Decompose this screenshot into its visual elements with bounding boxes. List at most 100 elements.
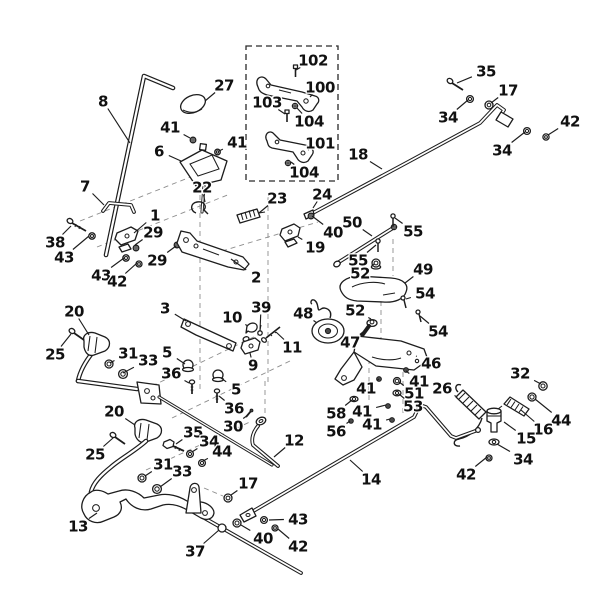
part-11-bolt: [260, 326, 281, 343]
callout-104: 104: [289, 164, 319, 182]
callout-25: 25: [85, 446, 105, 464]
callout-35: 35: [183, 424, 203, 442]
leader-line-43: [110, 257, 125, 268]
callout-9: 9: [248, 357, 258, 375]
leader-line-34: [456, 99, 469, 110]
callout-34: 34: [513, 451, 533, 469]
callout-31: 31: [153, 456, 173, 474]
leader-line-55: [366, 244, 377, 253]
leader-line-38: [62, 225, 72, 235]
part-41-bolt-c: [385, 403, 391, 409]
leader-line-42: [277, 528, 290, 539]
leader-line-30: [242, 414, 249, 419]
leader-line-39: [259, 314, 262, 332]
callout-54: 54: [415, 285, 435, 303]
part-5-cap-left: [181, 359, 195, 373]
part-43-washer-lower: [259, 515, 269, 525]
leader-line-1: [133, 222, 147, 234]
callout-32: 32: [510, 365, 530, 383]
callout-14: 14: [361, 471, 381, 489]
part-42-nut-top-right: [542, 133, 550, 141]
part-56-bolt: [348, 418, 354, 424]
callout-3: 3: [160, 300, 170, 318]
leader-line-17: [230, 490, 238, 496]
callout-48: 48: [293, 305, 313, 323]
callout-46: 46: [421, 355, 441, 373]
part-22-spring-clip: [190, 201, 209, 215]
callout-49: 49: [413, 261, 433, 279]
part-42-nut-left: [135, 260, 143, 268]
leader-line-17: [490, 97, 499, 104]
callout-19: 19: [305, 239, 325, 257]
part-54-screw-lower: [415, 309, 422, 323]
part-31-washer-upper: [104, 359, 114, 369]
leader-line-43: [72, 235, 90, 250]
leader-line-31: [109, 359, 115, 364]
leader-line-11: [275, 331, 285, 340]
leader-line-26: [454, 395, 458, 398]
leader-line-54: [405, 296, 412, 300]
part-31-washer-lower: [137, 473, 147, 483]
leader-line-41: [376, 378, 380, 381]
part-40-bushing-lower: [232, 518, 242, 528]
callout-27: 27: [214, 77, 234, 95]
part-40-nut-upper: [307, 212, 315, 220]
callout-101: 101: [305, 135, 335, 153]
leader-line-36: [218, 395, 225, 401]
part-55-screw-right: [390, 213, 396, 227]
leader-line-52: [371, 263, 375, 266]
part-10-hook: [245, 322, 258, 334]
callout-34: 34: [438, 109, 458, 127]
leader-line-15: [503, 421, 517, 431]
leader-line-50: [362, 229, 373, 237]
callout-20: 20: [64, 303, 84, 321]
callout-26: 26: [432, 380, 452, 398]
callout-42: 42: [456, 466, 476, 484]
part-49-cover-plate: [339, 275, 408, 303]
leader-line-51: [398, 381, 405, 386]
part-52-flange-nut-lower: [366, 318, 378, 328]
callout-24: 24: [312, 186, 332, 204]
leader-line-52: [368, 316, 372, 320]
part-104-nut-upper: [291, 102, 299, 110]
leader-line-7: [92, 193, 105, 206]
leader-line-42: [547, 128, 559, 136]
callout-29: 29: [143, 224, 163, 242]
leader-line-47: [359, 331, 364, 335]
leader-line-37: [203, 529, 220, 544]
leader-line-33: [159, 478, 173, 488]
leader-line-31: [144, 471, 153, 477]
callout-47: 47: [340, 334, 360, 352]
leader-line-41: [218, 148, 224, 152]
part-2-lever-plate: [176, 230, 250, 271]
leader-line-102: [295, 67, 301, 71]
callout-15: 15: [516, 430, 536, 448]
leader-line-44: [534, 398, 553, 413]
leader-line-104: [290, 161, 295, 165]
leader-line-103: [277, 109, 286, 115]
part-48-interlock-switch: [310, 299, 345, 344]
callout-103: 103: [252, 94, 282, 112]
leader-line-35: [175, 439, 183, 445]
leader-line-13: [88, 512, 98, 519]
leader-line-48: [313, 320, 318, 324]
leader-line-49: [404, 276, 414, 284]
leader-line-34: [511, 131, 526, 143]
callout-41: 41: [160, 119, 180, 137]
leader-line-27: [204, 92, 216, 102]
part-7-hook-bracket: [101, 201, 136, 214]
part-14-brake-rod: [239, 403, 482, 523]
leader-line-22: [202, 194, 206, 203]
leader-line-24: [312, 201, 318, 209]
leader-line-29: [134, 239, 143, 246]
callout-10: 10: [222, 309, 242, 327]
part-34-washer-lower: [185, 449, 195, 459]
leader-line-8: [107, 108, 131, 144]
leader-line-23: [258, 205, 269, 214]
callout-36: 36: [224, 400, 244, 418]
leader-line-36: [184, 379, 190, 384]
leader-line-40: [311, 215, 324, 225]
leader-line-56: [346, 420, 351, 424]
part-20-pedal-pad-upper: [82, 331, 111, 357]
